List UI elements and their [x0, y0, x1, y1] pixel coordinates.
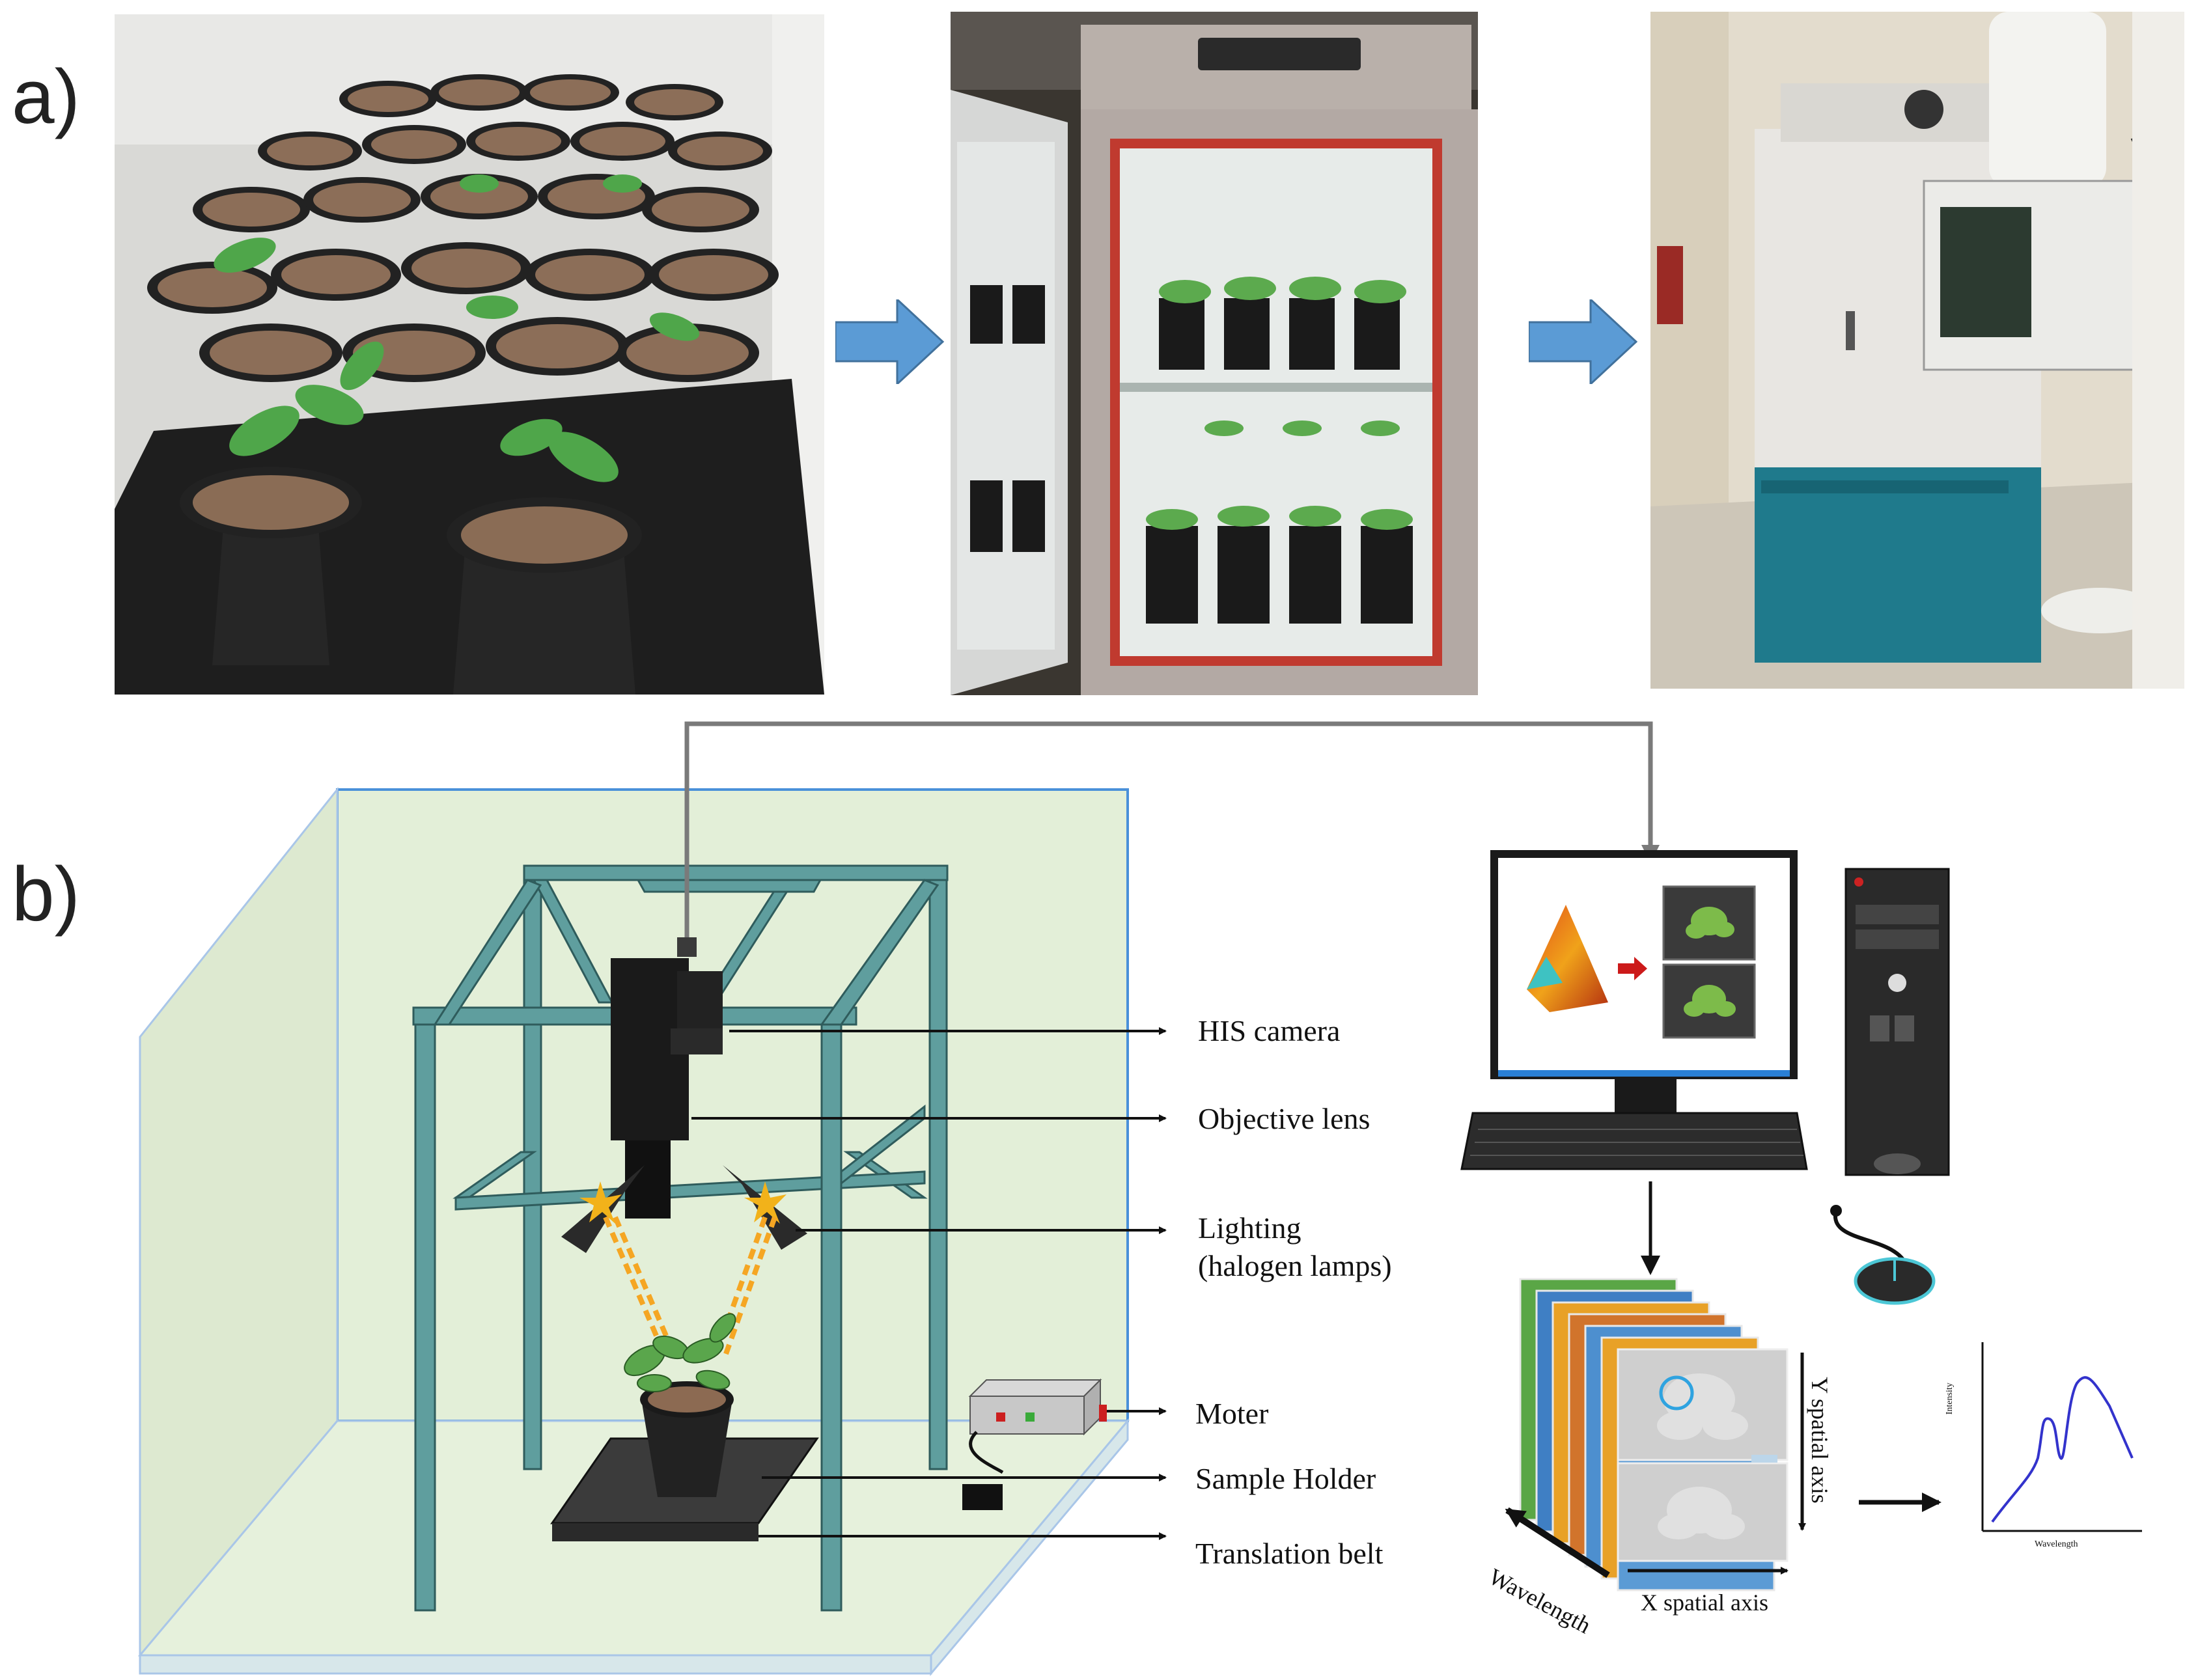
potted-plant: [624, 1313, 736, 1497]
label-lighting: Lighting (halogen lamps): [1198, 1209, 1392, 1284]
data-cable: [684, 721, 1660, 937]
wavelength-axis-arrow: [1505, 1507, 1610, 1578]
flow-arrow-icon: [1527, 297, 1639, 387]
potted-ginseng-photo: [115, 14, 824, 695]
growth-chamber-photo: [951, 12, 1478, 695]
incubator-photo: [1650, 12, 2184, 689]
hypercube: [1519, 1278, 1788, 1591]
label-x-spatial-axis: X spatial axis: [1641, 1590, 1768, 1616]
label-y-spatial-axis: Y spatial axis: [1806, 1377, 1833, 1504]
keyboard-icon: [1460, 1112, 1808, 1170]
halogen-lamp-icon: [561, 1165, 807, 1253]
label-translation-belt: Translation belt: [1195, 1537, 1384, 1570]
mouse-icon: [1830, 1205, 1936, 1305]
spectrum-curve: [1991, 1376, 2134, 1523]
monitor-icon: [1490, 850, 1798, 1125]
label-his-camera: HIS camera: [1198, 1014, 1341, 1047]
pc-tower-icon: [1844, 868, 1950, 1176]
label-objective-lens: Objective lens: [1198, 1102, 1371, 1135]
camera-icon: [611, 937, 723, 1219]
panel-a-label: a): [12, 54, 80, 140]
label-lighting-line2: (halogen lamps): [1198, 1248, 1392, 1282]
spectrum-xlabel: Wavelength: [2035, 1539, 2078, 1549]
flow-arrow-icon: [834, 297, 946, 387]
panel-b-label: b): [12, 851, 80, 937]
label-moter: Moter: [1195, 1397, 1269, 1430]
label-lighting-line1: Lighting: [1198, 1211, 1301, 1245]
label-sample-holder: Sample Holder: [1195, 1462, 1376, 1495]
spectrum-plot: [1981, 1342, 2142, 1532]
motor-box-icon: [962, 1378, 1107, 1510]
spectrum-ylabel: Intensity: [1944, 1383, 1955, 1415]
label-pointer-lines: [691, 1027, 1167, 1540]
